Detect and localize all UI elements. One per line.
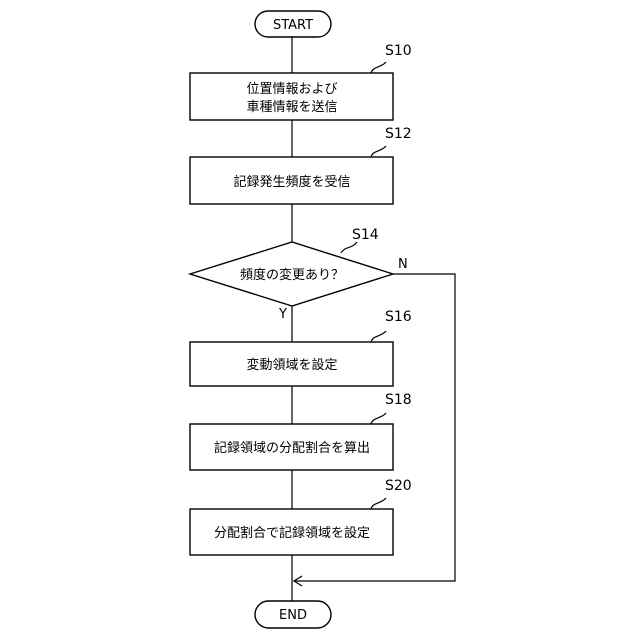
s20-leader <box>371 498 386 509</box>
process-box-s16: 変動領域を設定 S16 <box>190 309 412 386</box>
s20-step-id: S20 <box>385 478 412 494</box>
s10-line-1: 位置情報および <box>246 82 337 97</box>
start-label: START <box>273 18 313 33</box>
start-terminal: START <box>255 11 331 37</box>
process-box-s18: 記録領域の分配割合を算出 S18 <box>190 392 412 470</box>
s12-step-id: S12 <box>385 126 412 142</box>
process-box-s12: 記録発生頻度を受信 S12 <box>190 126 412 204</box>
s18-leader <box>371 413 386 424</box>
s18-step-id: S18 <box>385 392 412 408</box>
s16-step-id: S16 <box>385 309 412 325</box>
process-box-s10: 位置情報および 車種情報を送信 S10 <box>190 43 412 120</box>
s14-step-id: S14 <box>352 227 379 243</box>
s12-line-1: 記録発生頻度を受信 <box>233 174 350 190</box>
s10-line-2: 車種情報を送信 <box>246 99 337 115</box>
branch-no-label: N <box>398 257 408 272</box>
end-terminal: END <box>255 601 331 628</box>
s14-line-1: 頻度の変更あり？ <box>240 267 344 283</box>
s14-leader <box>341 242 357 253</box>
s12-leader <box>371 146 386 157</box>
s16-leader <box>371 331 386 342</box>
s20-line-1: 分配割合で記録領域を設定 <box>214 525 370 541</box>
s16-line-1: 変動領域を設定 <box>246 357 337 373</box>
s10-step-id: S10 <box>385 43 412 59</box>
s18-line-1: 記録領域の分配割合を算出 <box>214 440 370 456</box>
s10-leader <box>371 62 386 73</box>
branch-yes-label: Y <box>278 307 287 322</box>
decision-diamond-s14: 頻度の変更あり？ S14 Y N <box>190 227 408 322</box>
process-box-s20: 分配割合で記録領域を設定 S20 <box>190 478 412 555</box>
end-label: END <box>279 608 307 623</box>
